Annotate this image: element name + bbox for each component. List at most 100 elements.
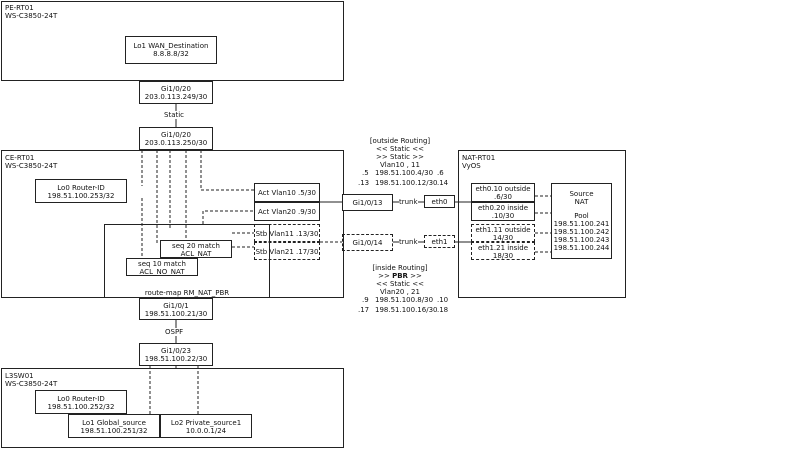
inside-r1b: 198.51.100.8/30 [375, 296, 434, 304]
eth1-box: eth1 [424, 235, 455, 248]
eth0-10-box: eth0.10 outside .6/30 [471, 183, 535, 202]
inside-vlans: Vlan20 , 21 [380, 288, 420, 296]
outside-r1a: .5 [362, 169, 369, 177]
l3-model: WS-C3850-24T [5, 380, 58, 388]
pe-gi-ip: 203.0.113.249/30 [144, 93, 208, 101]
ce-gi1-name: Gi1/0/1 [163, 302, 189, 310]
gi14-label: Gi1/0/14 [352, 239, 383, 247]
eth1-21-box: eth1.21 inside 18/30 [471, 242, 535, 260]
act-vlan20-box: Act Vlan20 .9/30 [254, 202, 320, 221]
pool-ip-1: 198.51.100.241 [553, 220, 610, 228]
outside-routing-title: [outside Routing] [369, 137, 431, 145]
pe-gi-box: Gi1/0/20 203.0.113.249/30 [139, 81, 213, 104]
ce-gi20-ip: 203.0.113.250/30 [144, 139, 208, 147]
seq20-line2: ACL_NAT [180, 250, 212, 258]
ce-gi20-box: Gi1/0/20 203.0.113.250/30 [139, 127, 213, 150]
eth0-20-box: eth0.20 inside .10/30 [471, 202, 535, 221]
outside-r2b: 198.51.100.12/30 [375, 179, 438, 187]
static-label: Static [164, 111, 185, 119]
act-vlan10-label: Act Vlan10 .5/30 [257, 189, 317, 197]
pe-lo1-label: Lo1 WAN_Destination [133, 42, 209, 50]
outside-r1c: .6 [437, 169, 444, 177]
pool-label: Pool [574, 212, 589, 220]
stb-vlan21-label: Stb Vlan21 .17/30 [255, 248, 319, 256]
l3-lo1-box: Lo1 Global_source 198.51.100.251/32 [68, 414, 160, 438]
seq10-line1: seq 10 match [138, 260, 186, 268]
ospf-label: OSPF [165, 328, 184, 336]
l3-gi23-ip: 198.51.100.22/30 [144, 355, 208, 363]
seq20-box: seq 20 match ACL_NAT [160, 240, 232, 258]
eth0-20-label: eth0.20 inside [477, 204, 529, 212]
trunk1-label: trunk [399, 198, 418, 206]
outside-r2a: .13 [358, 179, 370, 187]
ce-gi1-ip: 198.51.100.21/30 [144, 310, 208, 318]
inside-static: << Static << [376, 280, 424, 288]
inside-pbr-pre: >> [378, 272, 393, 280]
l3-gi23-name: Gi1/0/23 [161, 347, 191, 355]
eth1-label: eth1 [431, 238, 448, 246]
eth0-label: eth0 [431, 198, 448, 206]
inside-r2a: .17 [358, 306, 370, 314]
outside-static-right: >> Static >> [376, 153, 424, 161]
outside-r1b: 198.51.100.4/30 [375, 169, 434, 177]
pool-ip-4: 198.51.100.244 [553, 244, 610, 252]
stb-vlan11-box: Stb Vlan11 .13/30 [254, 224, 320, 242]
path-g [202, 210, 254, 224]
eth1-21-ip: 18/30 [492, 252, 514, 260]
seq10-line2: ACL_NO_NAT [139, 268, 185, 276]
eth1-21-label: eth1.21 inside [477, 244, 529, 252]
l3-lo0-ip: 198.51.100.252/32 [47, 403, 115, 411]
path-e [200, 150, 254, 191]
pe-model: WS-C3850-24T [5, 12, 58, 20]
nat-os: VyOS [462, 162, 481, 170]
l3-lo2-box: Lo2 Private_source1 10.0.0.1/24 [160, 414, 252, 438]
pe-lo1-ip: 8.8.8.8/32 [153, 50, 189, 58]
nat-name: NAT-RT01 [462, 154, 496, 162]
inside-r2b: 198.51.100.16/30 [375, 306, 438, 314]
ce-lo0-box: Lo0 Router-ID 198.51.100.253/32 [35, 179, 127, 203]
eth0-10-label: eth0.10 outside [475, 185, 531, 193]
source-label: Source [569, 190, 594, 198]
eth0-box: eth0 [424, 195, 455, 208]
gi13-box: Gi1/0/13 [342, 194, 393, 211]
l3-name: L3SW01 [5, 372, 34, 380]
outside-static-left: << Static << [376, 145, 424, 153]
trunk2-label: trunk [399, 238, 418, 246]
gi14-box: Gi1/0/14 [342, 234, 393, 251]
outside-vlans: Vlan10 , 11 [380, 161, 420, 169]
inside-r1c: .10 [437, 296, 449, 304]
inside-pbr-bold: PBR [392, 272, 408, 280]
l3-gi23-box: Gi1/0/23 198.51.100.22/30 [139, 343, 213, 366]
ce-lo0-ip: 198.51.100.253/32 [47, 192, 115, 200]
outside-r2c: .14 [437, 179, 449, 187]
eth1-11-ip: 14/30 [492, 234, 514, 242]
pe-lo1-box: Lo1 WAN_Destination 8.8.8.8/32 [125, 36, 217, 64]
l3-lo1-ip: 198.51.100.251/32 [80, 427, 148, 435]
eth1-11-box: eth1.11 outside 14/30 [471, 224, 535, 242]
l3sw01-device [1, 368, 344, 448]
ce-gi1-box: Gi1/0/1 198.51.100.21/30 [139, 298, 213, 320]
eth1-11-label: eth1.11 outside [475, 226, 531, 234]
inside-routing-title: [inside Routing] [372, 264, 428, 272]
route-map-label: route-map RM_NAT_PBR [144, 289, 230, 297]
source-nat-box: Source NAT Pool 198.51.100.241 198.51.10… [551, 183, 612, 259]
act-vlan20-label: Act Vlan20 .9/30 [257, 208, 317, 216]
pe-name: PE-RT01 [5, 4, 34, 12]
ce-model: WS-C3850-24T [5, 162, 58, 170]
l3-lo2-label: Lo2 Private_source1 [170, 419, 242, 427]
ce-lo0-label: Lo0 Router-ID [57, 184, 105, 192]
l3-lo2-ip: 10.0.0.1/24 [185, 427, 227, 435]
eth0-20-ip: .10/30 [491, 212, 515, 220]
inside-pbr-line: >> PBR >> [355, 272, 445, 280]
route-map-box [104, 224, 270, 298]
inside-r1a: .9 [362, 296, 369, 304]
l3-lo1-label: Lo1 Global_source [82, 419, 146, 427]
gi13-label: Gi1/0/13 [352, 199, 383, 207]
eth0-10-ip: .6/30 [494, 193, 512, 201]
ce-name: CE-RT01 [5, 154, 35, 162]
nat-label: NAT [574, 198, 589, 206]
pool-ip-3: 198.51.100.243 [553, 236, 610, 244]
pe-gi-name: Gi1/0/20 [161, 85, 191, 93]
seq20-line1: seq 20 match [172, 242, 220, 250]
